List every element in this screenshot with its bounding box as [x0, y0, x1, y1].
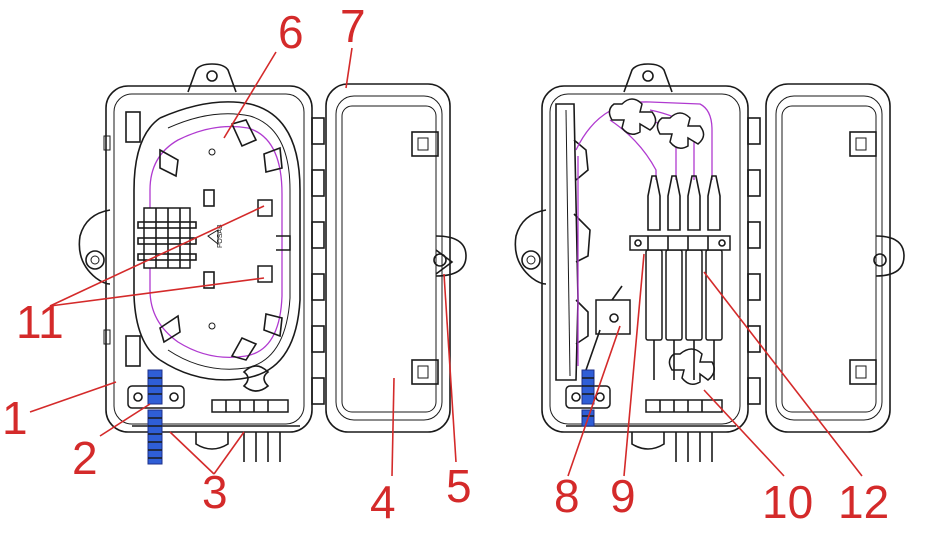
callout-leaders — [29, 47, 863, 477]
callout-6: 6 — [278, 6, 304, 58]
tray-marking: FOSAB — [217, 224, 224, 248]
adapter-bracket — [629, 235, 731, 251]
fiber-route — [575, 101, 713, 180]
cable-clamp-left — [127, 369, 185, 465]
callout-5: 5 — [446, 460, 472, 512]
callout-4: 4 — [370, 476, 396, 528]
callout-2: 2 — [72, 432, 98, 484]
callout-1: 1 — [2, 392, 28, 444]
splitter-holder — [585, 285, 631, 371]
callout-11: 11 — [16, 296, 64, 348]
callout-10: 10 — [762, 476, 813, 528]
adapter-row-left — [211, 365, 289, 413]
callout-8: 8 — [554, 470, 580, 522]
cable-exit-ports-right — [675, 432, 713, 462]
fiber-pigtails — [645, 175, 723, 380]
splice-holder-block — [137, 207, 197, 269]
callout-9: 9 — [610, 470, 636, 522]
callout-12: 12 — [838, 476, 889, 528]
callout-3: 3 — [202, 466, 228, 518]
splice-tray-side — [555, 103, 591, 381]
left-cover — [325, 83, 467, 433]
hinge-strip — [311, 117, 325, 405]
right-cover — [765, 83, 905, 433]
adapter-row-right — [645, 399, 723, 413]
callout-labels: 1 2 3 4 5 6 7 8 9 10 11 12 — [2, 0, 889, 528]
cable-exit-ports — [243, 432, 281, 462]
callout-7: 7 — [340, 0, 366, 52]
fiber-routing-clips — [608, 98, 715, 385]
splice-tray: FOSAB — [133, 101, 301, 381]
